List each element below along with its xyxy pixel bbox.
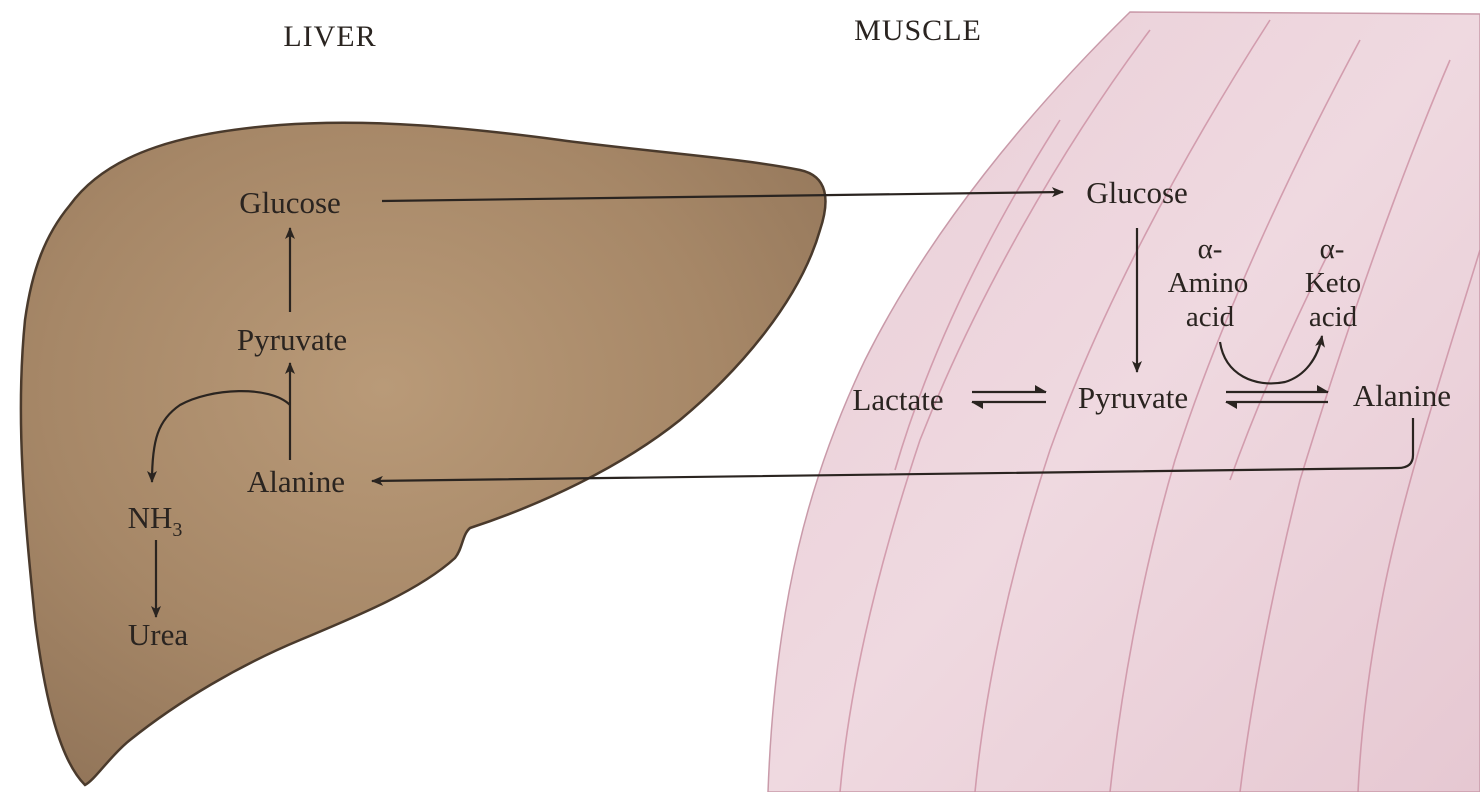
amino-acid-line-3: acid (1186, 301, 1235, 333)
amino-acid-line-2: Amino (1168, 267, 1249, 299)
muscle-glucose-label: Glucose (1086, 175, 1188, 210)
liver-shape (21, 123, 826, 785)
muscle-lactate-label: Lactate (852, 382, 943, 417)
muscle-alanine-label: Alanine (1353, 378, 1451, 413)
ammonia-base: NH (128, 500, 173, 535)
liver-urea-label: Urea (128, 617, 188, 652)
muscle-title: MUSCLE (854, 14, 982, 47)
liver-pyruvate-label: Pyruvate (237, 322, 347, 357)
keto-acid-line-1: α- (1320, 233, 1345, 265)
keto-acid-line-3: acid (1309, 301, 1358, 333)
liver-glucose-label: Glucose (239, 185, 341, 220)
liver-alanine-label: Alanine (247, 464, 345, 499)
liver-title: LIVER (283, 20, 376, 53)
muscle-pyruvate-label: Pyruvate (1078, 380, 1188, 415)
amino-acid-line-1: α- (1198, 233, 1223, 265)
ammonia-subscript: 3 (172, 519, 182, 541)
keto-acid-line-2: Keto (1305, 267, 1361, 299)
